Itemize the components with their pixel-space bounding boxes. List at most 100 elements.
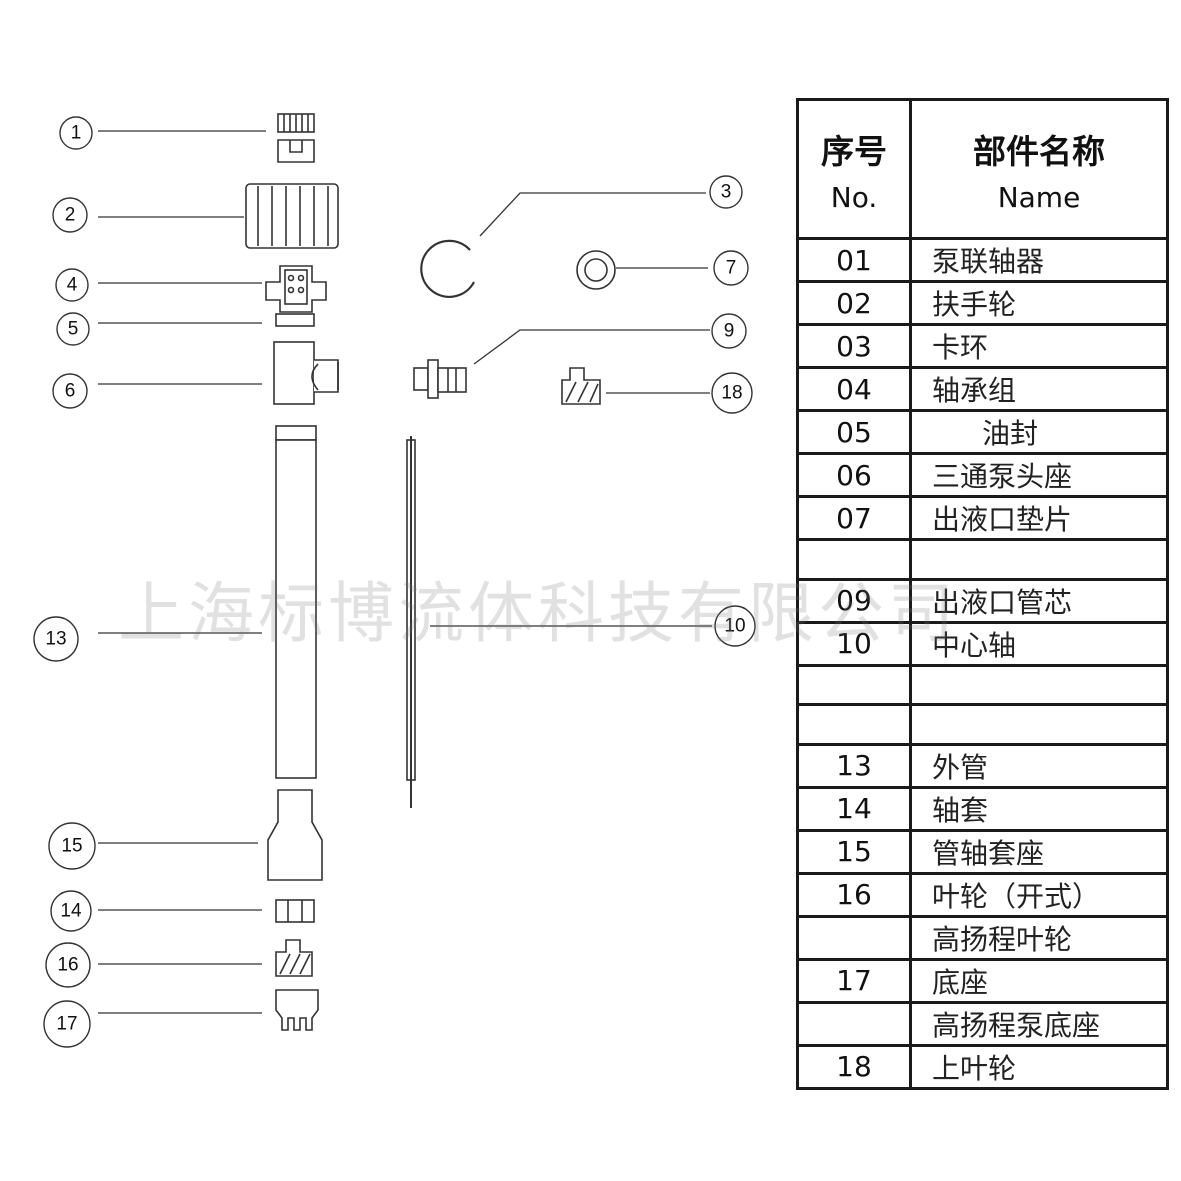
part-name-cell [909, 663, 1169, 706]
part-16-impeller [275, 939, 313, 977]
callout-18: 18 [721, 383, 742, 404]
part-number-cell [796, 703, 912, 746]
part-name-cell: 高扬程泵底座 [909, 1000, 1169, 1047]
part-17-base [275, 989, 319, 1031]
part-number-cell: 18 [796, 1043, 912, 1090]
part-number-cell: 01 [796, 237, 912, 283]
table-row: 高扬程叶轮 [796, 914, 1169, 961]
part-4-bearing-group [265, 265, 327, 313]
part-number-cell: 14 [796, 785, 912, 832]
part-number-cell: 07 [796, 495, 912, 541]
table-row [796, 538, 1169, 581]
part-number-cell [796, 538, 912, 581]
part-9-outlet-pipe-core [413, 359, 467, 399]
part-number-cell: 09 [796, 577, 912, 624]
part-1-pump-coupling [277, 113, 315, 163]
part-13-outer-tube [275, 425, 317, 779]
part-name-cell [909, 538, 1169, 581]
part-number-cell: 17 [796, 957, 912, 1004]
part-name-cell: 中心轴 [909, 620, 1169, 667]
part-name-cell: 轴承组 [909, 366, 1169, 412]
part-name-cell: 出液口管芯 [909, 577, 1169, 624]
callout-9: 9 [724, 321, 735, 342]
part-6-tee-pump-head [273, 341, 339, 405]
callout-14: 14 [60, 901, 82, 922]
callout-1: 1 [71, 123, 82, 144]
part-number-cell [796, 1000, 912, 1047]
header-no-en: No. [830, 180, 878, 214]
header-name-cn: 部件名称 [973, 131, 1105, 171]
part-number-cell: 04 [796, 366, 912, 412]
part-name-cell: 油封 [909, 409, 1169, 455]
callout-circles [33, 116, 756, 1048]
table-header-row: 序号 No. 部件名称 Name [796, 98, 1169, 240]
callout-2: 2 [65, 205, 76, 226]
callout-10: 10 [724, 616, 745, 637]
callout-13: 13 [45, 629, 66, 650]
part-number-cell: 05 [796, 409, 912, 455]
header-name-en: Name [997, 180, 1081, 214]
part-number-cell: 03 [796, 323, 912, 369]
table-row [796, 663, 1169, 706]
part-number-cell: 16 [796, 871, 912, 918]
part-18-upper-impeller [561, 367, 601, 405]
part-15-shaft-sleeve-seat [267, 789, 323, 881]
part-10-center-shaft [406, 436, 416, 808]
callout-16: 16 [57, 955, 78, 976]
callout-3: 3 [721, 182, 732, 203]
part-5-oil-seal [275, 313, 315, 327]
part-name-cell: 卡环 [909, 323, 1169, 369]
part-name-cell: 管轴套座 [909, 828, 1169, 875]
part-number-cell: 13 [796, 742, 912, 789]
part-name-cell: 轴套 [909, 785, 1169, 832]
callout-4: 4 [67, 275, 78, 296]
part-number-cell [796, 914, 912, 961]
part-name-cell: 扶手轮 [909, 280, 1169, 326]
leader-lines [98, 130, 712, 1014]
part-14-shaft-sleeve [275, 899, 315, 923]
part-name-cell: 底座 [909, 957, 1169, 1004]
header-name-cell: 部件名称 Name [909, 98, 1169, 240]
header-no-cell: 序号 No. [796, 98, 912, 240]
callout-7: 7 [726, 258, 737, 279]
callout-17: 17 [56, 1014, 77, 1035]
part-name-cell [909, 703, 1169, 746]
part-2-handwheel [245, 183, 339, 249]
part-name-cell: 出液口垫片 [909, 495, 1169, 541]
part-number-cell: 10 [796, 620, 912, 667]
table-row: 高扬程泵底座 [796, 1000, 1169, 1047]
part-name-cell: 外管 [909, 742, 1169, 789]
part-name-cell: 三通泵头座 [909, 452, 1169, 498]
callout-5: 5 [68, 319, 79, 340]
part-3-snap-ring [420, 239, 475, 298]
part-name-cell: 叶轮（开式） [909, 871, 1169, 918]
part-7-outlet-gasket [576, 250, 616, 290]
part-number-cell [796, 663, 912, 706]
part-number-cell: 15 [796, 828, 912, 875]
part-name-cell: 泵联轴器 [909, 237, 1169, 283]
callout-15: 15 [61, 836, 82, 857]
part-name-cell: 高扬程叶轮 [909, 914, 1169, 961]
part-number-cell: 02 [796, 280, 912, 326]
header-no-cn: 序号 [821, 131, 887, 171]
exploded-parts-diagram: 1 2 3 4 5 6 7 9 18 10 13 15 14 16 17 [33, 113, 756, 1048]
part-name-cell: 上叶轮 [909, 1043, 1169, 1090]
table-row [796, 703, 1169, 746]
callout-6: 6 [65, 381, 76, 402]
